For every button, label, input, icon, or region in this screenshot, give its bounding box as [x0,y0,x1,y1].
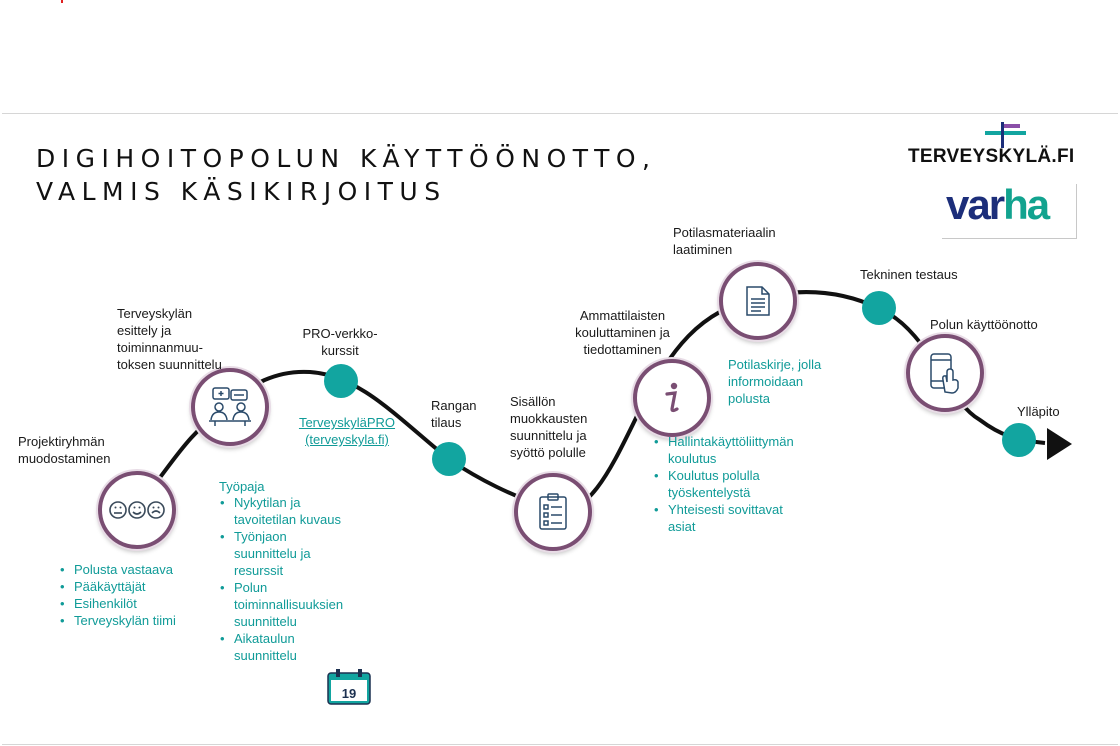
list-item: Polusta vastaava [58,561,208,578]
page-title: DIGIHOITOPOLUN KÄYTTÖÖNOTTO, VALMIS KÄSI… [36,142,657,208]
ammattilaiset-label: Ammattilaisten kouluttaminen ja tiedotta… [575,308,670,357]
info-icon [665,382,679,413]
potilasmateriaali-circle [719,262,797,340]
rangan-label: Rangan tilaus [431,398,477,430]
projektiryhma-bullets: Polusta vastaava Pääkäyttäjät Esihenkilö… [58,561,208,629]
checklist-icon [539,493,567,530]
tekninen-label: Tekninen testaus [860,267,958,282]
varha-logo-ha: ha [1003,181,1050,228]
rangan-dot [432,442,466,476]
esittely-circle [191,368,269,446]
path-arrow-icon [1047,428,1072,460]
esittely-label: Terveyskylän esittely ja toiminnanmuu-to… [117,306,222,372]
potilasmateriaali-note: Potilaskirje, jolla informoidaan polusta [728,357,822,406]
document-icon [746,286,770,316]
yllapito-label: Ylläpito [1017,404,1060,419]
projektiryhma-circle [98,471,176,549]
terveyskyla-logo: TERVEYSKYLÄ.FI [908,146,1075,167]
calendar-icon: 19 [327,669,371,705]
ammattilaiset-circle [633,359,711,437]
tekninen-dot [862,291,896,325]
list-item: Aikataulun suunnittelu [218,630,353,664]
title-line-1: DIGIHOITOPOLUN KÄYTTÖÖNOTTO, [36,144,657,173]
pro-label: PRO-verkko-kurssit [302,326,378,358]
varha-logo-var: var [946,181,1005,228]
calendar-day: 19 [342,686,356,701]
projektiryhma-label: Projektiryhmän muodostaminen [18,434,111,466]
list-item: Esihenkilöt [58,595,208,612]
pro-dot [324,364,358,398]
potilasmateriaali-label: Potilasmateriaalin laatiminen [673,225,776,257]
ammattilaiset-bullets: Hallintakäyttöliittymän koulutus Koulutu… [652,433,802,535]
slide [2,113,1118,745]
meeting-icon [209,387,251,426]
list-item: Terveyskylän tiimi [58,612,208,629]
path-line [133,290,1046,514]
workshop-bullets: Nykytilan ja tavoitetilan kuvaus Työnjao… [218,494,353,664]
terveyskyla-flag-icon [985,122,1026,148]
yllapito-dot [1002,423,1036,457]
list-item: Pääkäyttäjät [58,578,208,595]
red-mark [61,0,63,3]
sisallon-label: Sisällön muokkausten suunnittelu ja syöt… [510,394,588,460]
list-item: Nykytilan ja tavoitetilan kuvaus [218,494,353,528]
faces-icon [109,501,165,519]
list-item: Työnjaon suunnittelu ja resurssit [218,528,353,579]
pro-link[interactable]: TerveyskyläPRO (terveyskyla.fi) [298,415,396,447]
kayttoonotto-circle [906,334,984,412]
list-item: Yhteisesti sovittavat asiat [652,501,802,535]
kayttoonotto-label: Polun käyttöönotto [930,317,1038,332]
touch-phone-icon [930,353,959,394]
list-item: Koulutus polulla työskentelystä [652,467,802,501]
title-line-2: VALMIS KÄSIKIRJOITUS [36,177,447,206]
sisallon-circle [514,473,592,551]
list-item: Hallintakäyttöliittymän koulutus [652,433,802,467]
workshop-title: Työpaja [219,479,265,494]
list-item: Polun toiminnallisuuksien suunnittelu [218,579,353,630]
pro-link-wrapper: TerveyskyläPRO (terveyskyla.fi) [292,414,402,448]
varha-logo: varha [942,181,1077,239]
